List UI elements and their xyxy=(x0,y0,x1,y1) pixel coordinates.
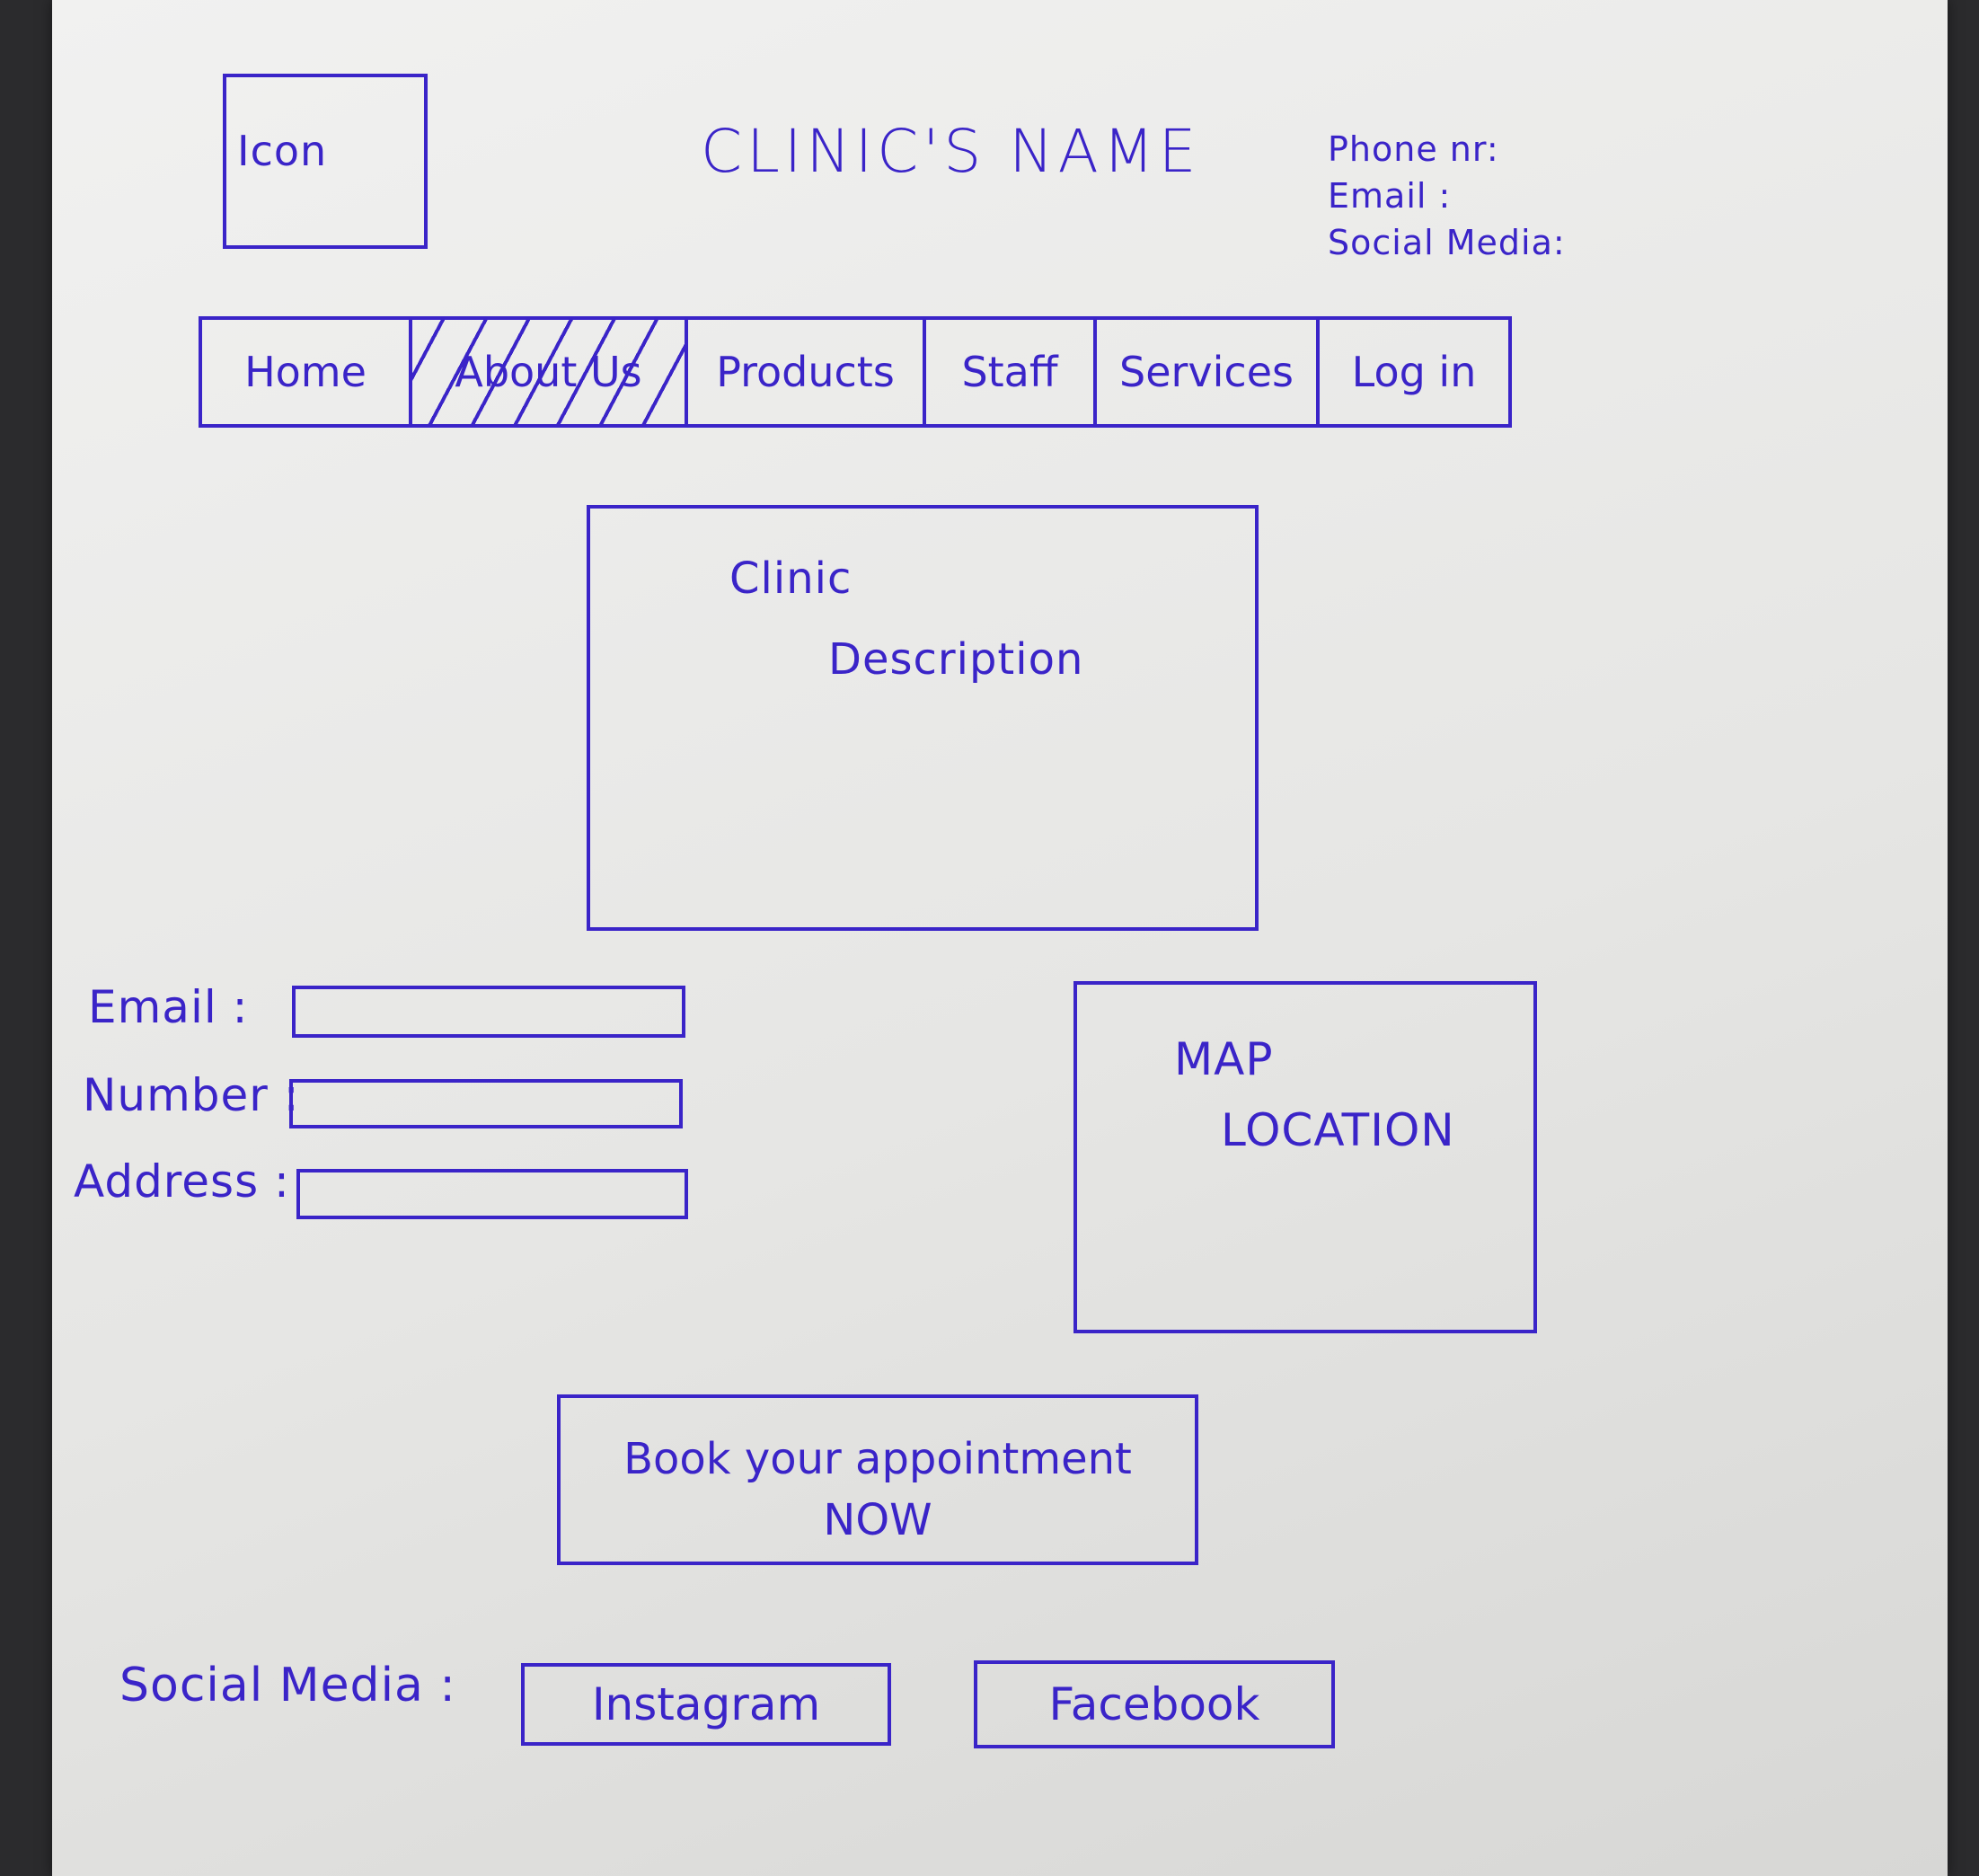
nav-item-staff[interactable]: Staff xyxy=(926,320,1097,424)
address-field-label: Address : xyxy=(74,1155,290,1208)
facebook-button-label: Facebook xyxy=(1048,1678,1260,1730)
logo-placeholder: Icon xyxy=(223,74,428,249)
map-label-line-1: MAP xyxy=(1174,1033,1274,1085)
book-button-line-1: Book your appointment xyxy=(623,1433,1132,1484)
address-field[interactable] xyxy=(296,1169,688,1219)
nav-item-label: Services xyxy=(1119,348,1294,396)
email-field-label: Email : xyxy=(88,981,249,1033)
instagram-button-label: Instagram xyxy=(591,1678,821,1730)
nav-item-products[interactable]: Products xyxy=(688,320,926,424)
number-field[interactable] xyxy=(289,1079,683,1128)
description-line-1: Clinic xyxy=(729,553,853,604)
nav-item-label: Home xyxy=(244,348,367,396)
book-button-line-2: NOW xyxy=(823,1494,932,1545)
instagram-button[interactable]: Instagram xyxy=(521,1663,891,1746)
social-media-label: Social Media: xyxy=(1328,223,1566,262)
facebook-button[interactable]: Facebook xyxy=(974,1660,1335,1748)
nav-item-label: About Us xyxy=(455,348,642,396)
map-label-line-2: LOCATION xyxy=(1221,1104,1455,1156)
nav-item-log-in[interactable]: Log in xyxy=(1320,320,1508,424)
clinic-name-title: CLINIC'S NAME xyxy=(701,117,1201,186)
sketch-paper: Icon CLINIC'S NAME Phone nr: Email : Soc… xyxy=(52,0,1948,1876)
nav-item-label: Products xyxy=(716,348,895,396)
contact-info: Phone nr: Email : Social Media: xyxy=(1328,126,1566,266)
logo-placeholder-label: Icon xyxy=(237,127,328,175)
number-field-label: Number : xyxy=(83,1069,300,1121)
description-line-2: Description xyxy=(828,634,1084,685)
nav-item-label: Log in xyxy=(1351,348,1477,396)
clinic-description-panel: Clinic Description xyxy=(587,505,1259,931)
email-field[interactable] xyxy=(292,986,685,1038)
map-location-panel[interactable]: MAP LOCATION xyxy=(1073,981,1537,1333)
nav-item-services[interactable]: Services xyxy=(1097,320,1320,424)
social-media-footer-label: Social Media : xyxy=(119,1659,456,1712)
main-nav: Home About Us Products Staff Services Lo… xyxy=(199,316,1512,428)
nav-item-about-us[interactable]: About Us xyxy=(412,320,688,424)
book-appointment-button[interactable]: Book your appointment NOW xyxy=(557,1394,1198,1565)
email-label: Email : xyxy=(1328,176,1452,216)
phone-label: Phone nr: xyxy=(1328,129,1499,169)
nav-item-home[interactable]: Home xyxy=(202,320,412,424)
nav-item-label: Staff xyxy=(961,348,1058,396)
